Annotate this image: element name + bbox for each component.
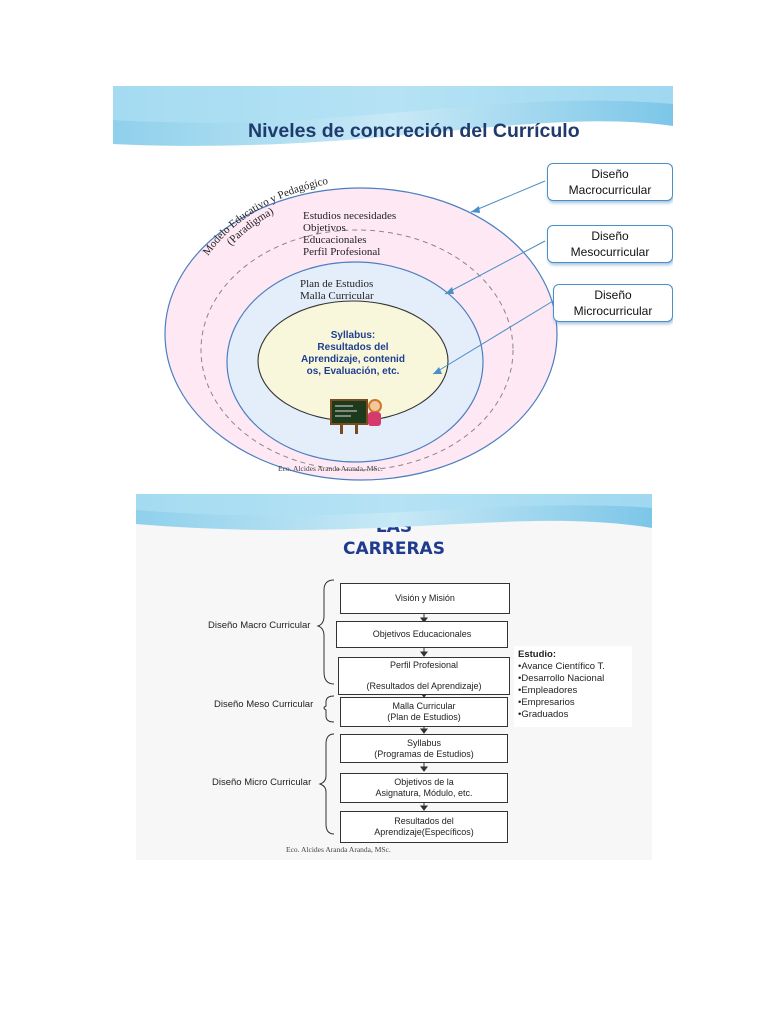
micro-line: Syllabus: [330, 330, 376, 341]
brace-micro [318, 733, 335, 835]
micro-contents: Syllabus: Resultados del Aprendizaje, co… [283, 330, 423, 378]
box-line: (Resultados del Aprendizaje) [366, 681, 482, 691]
meso-contents: Plan de Estudios Malla Curricular [300, 278, 374, 302]
callout-line: Macrocurricular [568, 183, 652, 197]
macro-line: Estudios necesidades [303, 210, 397, 222]
box-line: Objetivos Educacionales [372, 629, 472, 639]
callout-line: Diseño [594, 288, 632, 302]
box-line: Objetivos de la [394, 777, 454, 787]
box-perfil-profesional: Perfil Profesional (Resultados del Apren… [338, 657, 510, 695]
box-line: (Programas de Estudios) [374, 748, 474, 759]
box-line: (Plan de Estudios) [387, 712, 461, 722]
micro-line: Aprendizaje, contenid [301, 354, 405, 365]
callout-micro: Diseño Microcurricular [553, 284, 673, 322]
arrow-meso [444, 240, 546, 295]
callout-line: Diseño [591, 229, 629, 243]
slide-aspectos-claves: ASPECTOS CLAVES DEL REDISEÑO CURRICULAR … [136, 494, 652, 860]
macro-line: Educacionales [303, 234, 367, 246]
slide2-credit: Eco. Alcides Aranda Aranda, MSc. [286, 845, 391, 854]
box-line: Aprendizaje(Específicos) [374, 827, 474, 837]
header-wave-light [113, 86, 673, 123]
estudio-item: Empresarios [518, 697, 630, 709]
slide-niveles-concrecion: Modelo Educativo y Pedagógico (Paradigma… [113, 86, 673, 482]
callout-macro: Diseño Macrocurricular [547, 163, 673, 201]
meso-line: Malla Curricular [300, 290, 374, 302]
box-malla-curricular: Malla Curricular (Plan de Estudios) [340, 697, 508, 727]
brace-macro [316, 579, 335, 685]
header-wave-light [136, 494, 652, 516]
dashed-ellipse [200, 229, 514, 471]
estudio-item: Avance Científico T. [518, 661, 630, 673]
flow-arrows [420, 613, 428, 811]
callout-line: Mesocurricular [570, 245, 650, 259]
level-macro-label: Diseño Macro Curricular [208, 620, 311, 631]
meso-line: Plan de Estudios [300, 278, 374, 290]
estudio-item: Desarrollo Nacional [518, 673, 630, 685]
brace-meso [323, 695, 335, 723]
estudio-heading: Estudio: [518, 649, 556, 660]
arrow-micro-head [433, 367, 442, 374]
arrow-macro [470, 180, 546, 213]
estudio-panel: Estudio: Avance Científico T. Desarrollo… [514, 646, 632, 727]
estudio-item: Graduados [518, 709, 630, 721]
box-syllabus: Syllabus (Programas de Estudios) [340, 734, 508, 763]
box-resultados-aprendizaje: Resultados del Aprendizaje(Específicos) [340, 811, 508, 843]
box-line: Syllabus [406, 737, 442, 748]
macro-contents: Estudios necesidades Objetivos Educacion… [303, 210, 396, 258]
micro-line: Resultados del [317, 342, 389, 353]
arrow-meso-head [445, 287, 454, 294]
slide1-credit: Eco. Alcides Aranda Aranda, MSc. [278, 464, 383, 473]
slide2-title-line: CARRERAS [343, 539, 445, 559]
arrow-macro-head [471, 206, 480, 213]
box-line: Perfil Profesional [389, 660, 459, 670]
micro-line: os, Evaluación, etc. [306, 366, 400, 377]
box-line: Asignatura, Módulo, etc. [375, 788, 473, 798]
level-meso-label: Diseño Meso Curricular [214, 699, 314, 710]
box-objetivos-asignatura: Objetivos de la Asignatura, Módulo, etc. [340, 773, 508, 803]
arrow-micro [432, 300, 554, 375]
teacher-illustration [330, 399, 382, 434]
callout-line: Diseño [591, 167, 629, 181]
slide1-graphics: Modelo Educativo y Pedagógico (Paradigma… [113, 86, 673, 481]
callout-line: Microcurricular [573, 304, 653, 318]
callout-meso: Diseño Mesocurricular [547, 225, 673, 263]
macro-line: Perfil Profesional [303, 246, 381, 258]
box-line: Visión y Misión [395, 593, 455, 603]
box-vision-mision: Visión y Misión [340, 583, 510, 614]
estudio-item: Empleadores [518, 685, 630, 697]
level-micro-label: Diseño Micro Curricular [212, 777, 312, 788]
box-line: Malla Curricular [392, 701, 456, 711]
slide2-graphics [136, 494, 652, 835]
box-line: Resultados del [394, 816, 454, 826]
slide1-title: Niveles de concreción del Currículo [248, 120, 580, 142]
macro-line: Objetivos [303, 222, 346, 234]
estudio-list: Avance Científico T. Desarrollo Nacional… [518, 661, 630, 721]
box-objetivos-educacionales: Objetivos Educacionales [336, 621, 508, 648]
